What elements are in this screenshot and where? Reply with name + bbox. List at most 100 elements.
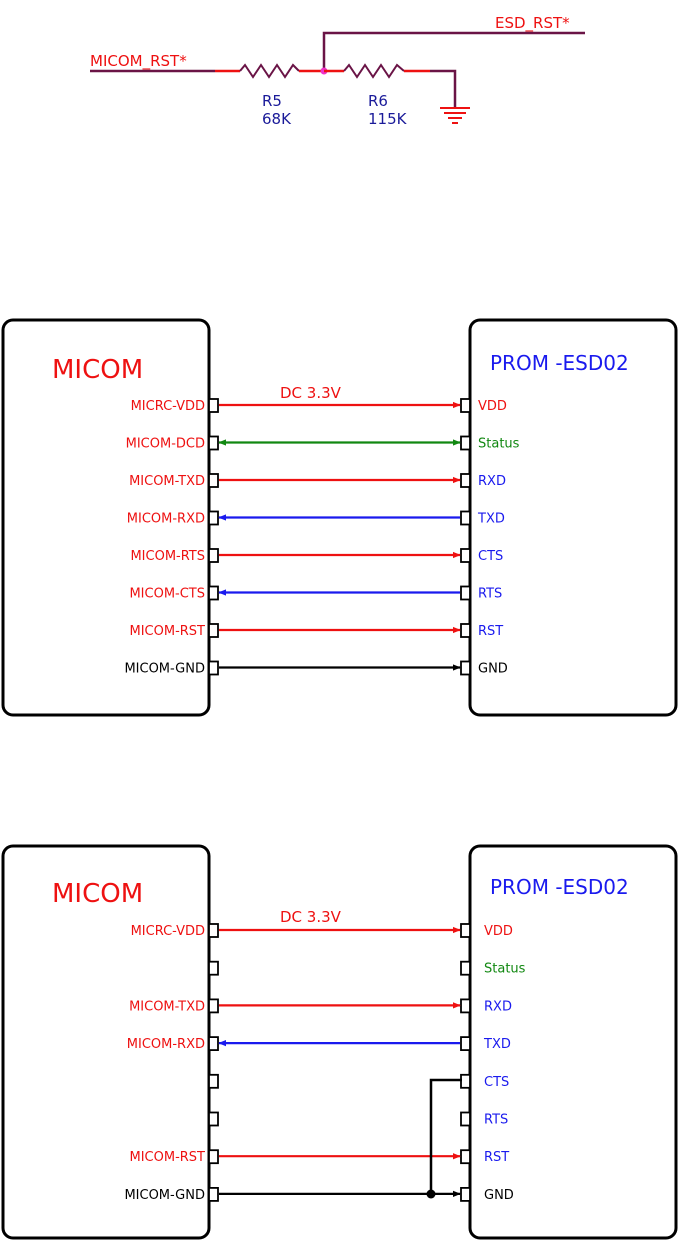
ground-icon — [440, 108, 470, 123]
micom-pin — [209, 512, 218, 525]
micom-pin — [209, 962, 218, 975]
prom-pin — [461, 437, 470, 450]
micom-pin — [209, 1075, 218, 1088]
voltage-label: DC 3.3V — [280, 908, 342, 926]
signal-row-cts: MICOM-RTS CTS — [130, 549, 503, 564]
signal-row-rts: MICOM-CTS RTS — [129, 587, 502, 602]
prom-esd02-title: PROM -ESD02 — [490, 351, 629, 375]
micom-pin — [209, 399, 218, 412]
signal-row-rxd: MICOM-TXD RXD — [129, 474, 506, 489]
prom-signal-label: GND — [478, 662, 508, 677]
micom-signal-label: MICOM-RXD — [127, 1037, 205, 1052]
prom-signal-label: RXD — [484, 999, 512, 1014]
prom-pin — [461, 399, 470, 412]
signal-row-vdd: MICRC-VDD VDD — [131, 924, 513, 939]
micom-signal-label: MICOM-TXD — [129, 999, 205, 1014]
micom-pin — [209, 474, 218, 487]
prom-signal-label: Status — [484, 962, 526, 977]
prom-pin — [461, 587, 470, 600]
prom-signal-label: TXD — [483, 1037, 511, 1052]
micom-pin — [209, 1150, 218, 1163]
micom-signal-label: MICOM-RST — [130, 624, 206, 639]
prom-pin — [461, 474, 470, 487]
prom-signal-label: VDD — [484, 924, 513, 939]
prom-signal-label: VDD — [478, 399, 507, 414]
prom-signal-label: RTS — [478, 587, 502, 602]
prom-pin — [461, 1113, 470, 1126]
r6-value-label: 115K — [368, 110, 408, 128]
junction-dot — [427, 1190, 436, 1199]
prom-signal-label: RST — [478, 624, 503, 639]
connection-diagram-minimal: MICOM PROM -ESD02 DC 3.3V MICRC-VDD VDD St… — [3, 846, 676, 1238]
signal-row-status: MICOM-DCD Status — [126, 437, 520, 452]
micom-signal-label: MICRC-VDD — [131, 399, 205, 414]
signal-row-rxd: MICOM-TXD RXD — [129, 999, 512, 1014]
micom-title: MICOM — [52, 879, 143, 909]
signal-row-gnd: MICOM-GND GND — [124, 1188, 513, 1203]
connection-diagram-full: MICOM PROM -ESD02 DC 3.3V MICRC-VDD VDD MI… — [3, 320, 676, 715]
micom-pin — [209, 662, 218, 675]
signal-row-rst: MICOM-RST RST — [130, 1150, 510, 1165]
micom-signal-label: MICOM-GND — [124, 662, 205, 677]
prom-signal-label: RTS — [484, 1113, 508, 1128]
cts-gnd-jumper — [427, 1080, 463, 1199]
r5-resistor-icon — [240, 65, 299, 77]
micom-pin — [209, 1037, 218, 1050]
prom-pin — [461, 962, 470, 975]
net-label-esd-rst: ESD_RST* — [495, 14, 570, 33]
prom-signal-label: CTS — [484, 1075, 509, 1090]
net-label-micom-rst: MICOM_RST* — [90, 52, 187, 71]
micom-signal-label: MICRC-VDD — [131, 924, 205, 939]
signal-row-rts: RTS — [209, 1113, 508, 1128]
prom-signal-label: CTS — [478, 549, 503, 564]
signal-row-txd: MICOM-RXD TXD — [127, 1037, 511, 1052]
prom-signal-label: GND — [484, 1188, 514, 1203]
prom-pin — [461, 999, 470, 1012]
r6-resistor-icon — [344, 65, 404, 77]
micom-pin — [209, 437, 218, 450]
micom-pin — [209, 1188, 218, 1201]
prom-pin — [461, 549, 470, 562]
signal-row-rst: MICOM-RST RST — [130, 624, 504, 639]
prom-pin — [461, 1150, 470, 1163]
ground-wire — [430, 71, 455, 108]
prom-pin — [461, 924, 470, 937]
micom-signal-label: MICOM-DCD — [126, 437, 205, 452]
prom-signal-label: RST — [484, 1150, 509, 1165]
prom-signal-label: Status — [478, 437, 520, 452]
voltage-label: DC 3.3V — [280, 384, 342, 402]
prom-signal-label: RXD — [478, 474, 506, 489]
micom-title: MICOM — [52, 355, 143, 385]
micom-signal-label: MICOM-RST — [130, 1150, 206, 1165]
signal-row-cts: CTS — [209, 1075, 509, 1090]
prom-pin — [461, 624, 470, 637]
micom-pin — [209, 549, 218, 562]
micom-signal-label: MICOM-GND — [124, 1188, 205, 1203]
signal-row-gnd: MICOM-GND GND — [124, 662, 507, 677]
prom-signal-label: TXD — [477, 512, 505, 527]
micom-pin — [209, 1113, 218, 1126]
signal-row-status: Status — [209, 962, 526, 977]
esd-rst-wire — [324, 33, 585, 71]
reset-divider-circuit: MICOM_RST* ESD_RST* R5 68K R6 115K — [90, 14, 585, 128]
r6-ref-label: R6 — [368, 92, 388, 110]
r5-ref-label: R5 — [262, 92, 282, 110]
micom-pin — [209, 924, 218, 937]
micom-pin — [209, 587, 218, 600]
micom-signal-label: MICOM-TXD — [129, 474, 205, 489]
r5-value-label: 68K — [262, 110, 292, 128]
prom-pin — [461, 512, 470, 525]
prom-esd02-title: PROM -ESD02 — [490, 875, 629, 899]
micom-pin — [209, 999, 218, 1012]
micom-signal-label: MICOM-CTS — [129, 587, 205, 602]
prom-pin — [461, 1037, 470, 1050]
prom-pin — [461, 1075, 470, 1088]
micom-pin — [209, 624, 218, 637]
prom-pin — [461, 662, 470, 675]
prom-pin — [461, 1188, 470, 1201]
micom-signal-label: MICOM-RTS — [130, 549, 205, 564]
